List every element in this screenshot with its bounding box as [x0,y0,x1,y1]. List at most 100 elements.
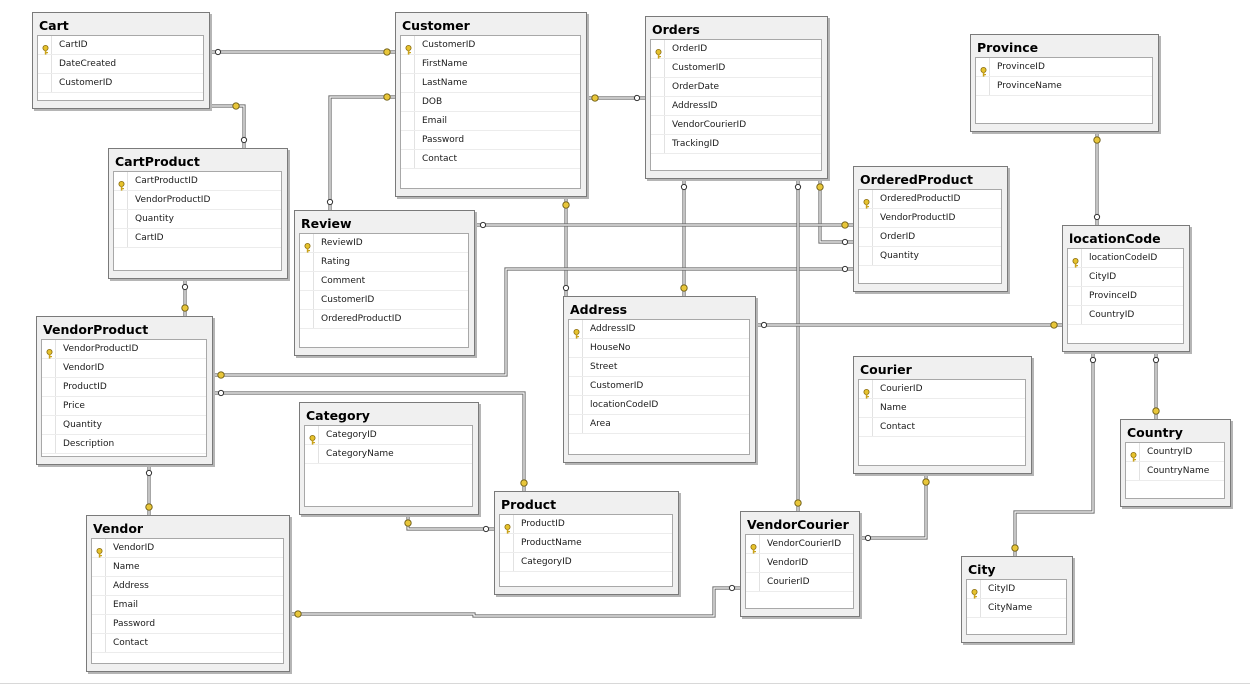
column-row[interactable]: CartProductID [114,172,281,191]
column-row[interactable]: OrderID [651,40,821,59]
column-row[interactable]: Comment [300,272,468,291]
row-selector [569,320,583,339]
column-row[interactable]: AddressID [651,97,821,116]
column-row[interactable]: CityID [967,580,1066,599]
many-end-marker [760,321,768,329]
column-row[interactable]: CustomerID [38,74,203,93]
column-row[interactable]: VendorID [746,554,853,573]
column-row[interactable]: ProvinceID [1068,287,1183,306]
column-row[interactable]: Quantity [114,210,281,229]
column-row[interactable]: CustomerID [651,59,821,78]
column-row[interactable]: Quantity [42,416,206,435]
column-row[interactable]: locationCodeID [569,396,749,415]
column-row[interactable]: CategoryID [500,553,672,572]
column-row[interactable]: VendorCourierID [746,535,853,554]
column-row[interactable]: ProductName [500,534,672,553]
column-row[interactable]: TrackingID [651,135,821,154]
column-row[interactable]: CustomerID [569,377,749,396]
column-row[interactable]: LastName [401,74,580,93]
column-row[interactable]: ProductID [500,515,672,534]
column-row[interactable]: OrderDate [651,78,821,97]
column-row[interactable]: Price [42,397,206,416]
column-row[interactable]: CustomerID [300,291,468,310]
column-row[interactable]: VendorProductID [859,209,1001,228]
column-row[interactable]: CartID [38,36,203,55]
column-name: CityID [988,584,1016,594]
relationship-address-customer [562,197,570,296]
column-row[interactable]: ProvinceName [976,77,1152,96]
column-row[interactable]: VendorCourierID [651,116,821,135]
column-row[interactable]: Description [42,435,206,454]
column-row[interactable]: OrderID [859,228,1001,247]
column-row[interactable]: Password [92,615,283,634]
column-row[interactable]: ProvinceID [976,58,1152,77]
column-row[interactable]: locationCodeID [1068,249,1183,268]
column-row[interactable]: Area [569,415,749,434]
column-row[interactable]: VendorID [92,539,283,558]
column-row[interactable]: OrderedProductID [300,310,468,329]
column-row[interactable]: CourierID [859,380,1025,399]
column-row[interactable]: Rating [300,253,468,272]
column-row[interactable]: Contact [859,418,1025,437]
column-row[interactable]: Street [569,358,749,377]
row-selector [651,59,665,77]
column-row[interactable]: Email [401,112,580,131]
column-row[interactable]: ReviewID [300,234,468,253]
column-row[interactable]: CityID [1068,268,1183,287]
column-row[interactable]: VendorProductID [114,191,281,210]
row-selector [92,577,106,595]
column-row[interactable]: CityName [967,599,1066,618]
column-row[interactable]: AddressID [569,320,749,339]
table-title: Cart [39,18,69,33]
column-row[interactable]: CountryID [1068,306,1183,325]
column-row[interactable]: VendorProductID [42,340,206,359]
column-row[interactable]: CountryName [1126,462,1224,481]
column-row[interactable]: CountryID [1126,443,1224,462]
column-row[interactable]: Quantity [859,247,1001,266]
column-row[interactable]: Name [859,399,1025,418]
row-selector [92,634,106,652]
column-row[interactable]: CourierID [746,573,853,592]
column-row[interactable]: Password [401,131,580,150]
column-row[interactable]: Contact [401,150,580,169]
column-row[interactable]: CustomerID [401,36,580,55]
column-row[interactable]: Contact [92,634,283,653]
one-end-key-marker [1050,321,1058,329]
relationship-locationcode-province [1093,132,1101,225]
column-row[interactable]: HouseNo [569,339,749,358]
column-row[interactable]: Name [92,558,283,577]
column-row[interactable]: CategoryName [305,445,472,464]
column-row[interactable]: FirstName [401,55,580,74]
column-row[interactable]: Address [92,577,283,596]
row-selector [401,150,415,168]
column-row[interactable]: CategoryID [305,426,472,445]
column-row[interactable]: DOB [401,93,580,112]
one-end-key-marker [794,499,802,507]
column-row[interactable]: VendorID [42,359,206,378]
column-row[interactable]: CartID [114,229,281,248]
column-row[interactable]: OrderedProductID [859,190,1001,209]
column-row[interactable]: ProductID [42,378,206,397]
row-selector [569,377,583,395]
column-row[interactable]: DateCreated [38,55,203,74]
one-end-key-marker [1093,136,1101,144]
column-row[interactable]: Email [92,596,283,615]
